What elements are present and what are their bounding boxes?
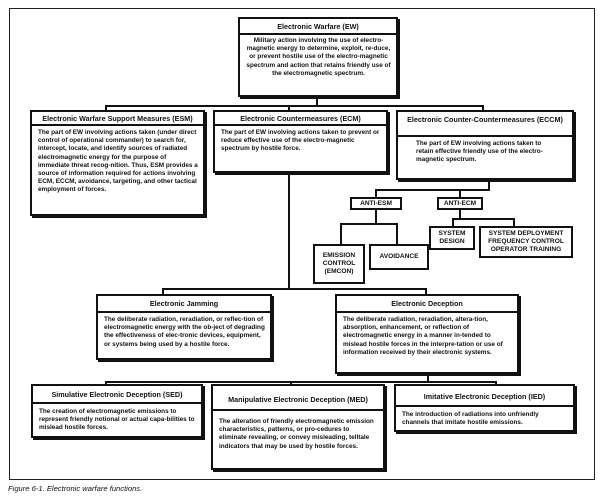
connector-deployment-up [513,218,515,226]
deception-separator [337,311,517,313]
eccm-title: Electronic Counter-Countermeasures (ECCM… [407,115,563,124]
ecm-description: The part of EW involving actions taken t… [221,129,380,153]
sed-separator [33,402,201,404]
connector-ew-down [316,96,318,106]
connector-eccm-down [488,180,490,190]
connector-sed-up [105,381,107,384]
connector-esm-up [105,105,107,110]
ew-box: Electronic Warfare (EW) Military action … [238,17,398,97]
connector-jamming-up [162,288,164,294]
sed-description: The creation of electromagnetic emission… [39,408,195,432]
connector-ied-up [495,381,497,384]
sed-title: Simulative Electronic Deception (SED) [51,390,183,399]
ecm-separator [215,124,386,126]
ew-description: Military action involving the use of ele… [246,37,391,77]
emcon-box: EMISSION CONTROL (EMCON) [313,244,365,284]
med-box: Manipulative Electronic Deception (MED) … [211,384,385,470]
connector-mid-bar [162,288,427,290]
connector-ecm-down [288,173,290,289]
connector-anti-ecm-up [459,189,461,198]
med-separator [213,409,383,411]
jamming-separator [98,311,270,313]
ied-box: Imitative Electronic Deception (IED) The… [394,384,575,432]
ew-separator [240,33,396,35]
esm-description: The part of EW involving actions taken (… [38,129,198,194]
eccm-separator [398,135,572,137]
ecm-box: Electronic Countermeasures (ECM) The par… [213,110,388,173]
avoidance-box: AVOIDANCE [369,244,429,270]
connector-med-up [290,381,292,384]
jamming-title: Electronic Jamming [149,299,219,308]
ecm-title: Electronic Countermeasures (ECM) [240,114,361,123]
connector-deception-up [425,288,427,294]
jamming-box: Electronic Jamming The deliberate radiat… [96,294,272,360]
connector-ecm-up [288,105,290,110]
sed-box: Simulative Electronic Deception (SED) Th… [31,384,203,438]
anti-ecm-box: ANTI-ECM [437,197,483,210]
anti-esm-box: ANTI-ESM [350,197,402,210]
figure-caption: Figure 6-1. Electronic warfare functions… [8,484,143,493]
connector-anti-esm-down [375,210,377,224]
ied-separator [396,405,573,407]
deployment-box: SYSTEM DEPLOYMENT FREQUENCY CONTROL OPER… [479,226,573,258]
connector-anti-esm-up [375,189,377,198]
esm-box: Electronic Warfare Support Measures (ESM… [30,110,205,216]
connector-bottom-bar [105,381,497,383]
ew-title: Electronic Warfare (EW) [277,22,359,31]
eccm-box: Electronic Counter-Countermeasures (ECCM… [396,110,574,180]
system-design-box: SYSTEM DESIGN [429,226,475,250]
deception-description: The deliberate radiation, reradiation, a… [343,316,503,356]
med-description: The alteration of friendly electromagnet… [219,418,374,450]
connector-avoidance-up [396,223,398,244]
connector-system-design-up [452,218,454,226]
jamming-description: The deliberate radiation, reradiation, o… [104,316,265,348]
connector-eccm-up [482,105,484,110]
connector-emcon-up [340,223,342,244]
med-title: Manipulative Electronic Deception (MED) [228,395,368,404]
connector-esm-children-bar [340,223,397,225]
ied-description: The introduction of radiations into unfr… [402,411,539,427]
figure-frame [9,8,595,480]
esm-title: Electronic Warfare Support Measures (ESM… [42,114,193,123]
connector-anti-ecm-down [459,210,461,219]
deception-title: Electronic Deception [391,299,463,308]
connector-anti-bar [375,189,490,191]
ied-title: Imitative Electronic Deception (IED) [423,392,546,401]
esm-separator [32,124,203,126]
eccm-description: The part of EW involving actions taken t… [416,140,543,164]
deception-box: Electronic Deception The deliberate radi… [335,294,519,374]
connector-deception-down [427,374,429,382]
connector-top-bar [105,105,483,107]
connector-ecm-children-bar [452,218,514,220]
